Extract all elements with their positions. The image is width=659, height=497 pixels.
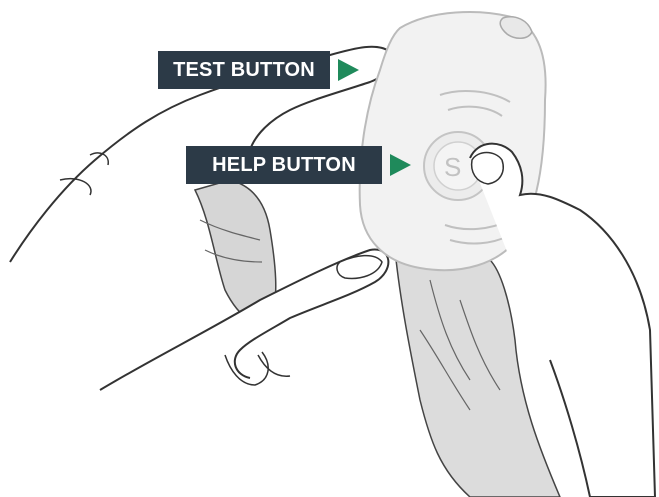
play-arrow-icon: [336, 58, 360, 82]
test-button-label: TEST BUTTON: [158, 51, 330, 89]
play-arrow-icon: [388, 153, 412, 177]
help-button-callout: HELP BUTTON: [186, 146, 412, 184]
help-button-label: HELP BUTTON: [186, 146, 382, 184]
test-button-callout: TEST BUTTON: [158, 51, 360, 89]
help-button-letter: S: [444, 152, 461, 182]
